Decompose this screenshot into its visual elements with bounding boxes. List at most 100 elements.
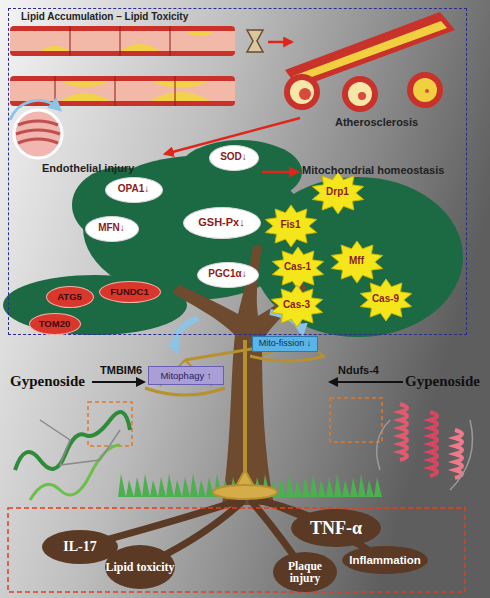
cell-icon — [10, 100, 62, 158]
node-label: Fis1 — [280, 220, 300, 231]
plaque-vessel — [425, 89, 429, 93]
star-shape — [265, 205, 316, 247]
protein-structure-right — [400, 404, 407, 460]
hourglass — [247, 30, 263, 52]
star-shape — [331, 241, 382, 283]
protein-structure-left — [30, 445, 120, 500]
balance-scale — [160, 340, 322, 386]
fission-star: Cas-1 — [270, 246, 326, 290]
node-label: Plaque injury — [273, 560, 337, 584]
plaque-vessel — [342, 76, 378, 112]
tree-canopy — [253, 177, 463, 337]
plaque-vessel — [358, 92, 366, 100]
artery-illustration — [10, 31, 235, 51]
node-label: Cas-9 — [372, 294, 399, 305]
node-label: FUNDC1 — [110, 287, 149, 297]
protein-structure-right — [330, 398, 473, 490]
node-label: Mitophagy ↑ — [160, 371, 211, 381]
fission-star: Drp1 — [310, 171, 366, 215]
artery-illustration — [10, 26, 235, 56]
node-label: Lipid toxicity — [105, 561, 174, 574]
cell-icon — [10, 100, 58, 120]
marker-oval: MFN↓ — [85, 216, 139, 242]
cell-icon — [14, 110, 62, 158]
fission-star: Fis1 — [263, 204, 319, 248]
node-label: SOD↓ — [220, 152, 247, 163]
balance-scale — [250, 356, 325, 361]
plaque-vessel — [407, 72, 443, 108]
protein-structure-right — [430, 412, 437, 476]
mitophagy-oval: TOM20 — [29, 313, 81, 335]
balance-scale — [145, 388, 225, 395]
node-label: Cas-3 — [283, 300, 310, 311]
fission-star: Cas-3 — [269, 284, 325, 328]
tree-canopy — [3, 275, 187, 335]
protein-structure-right — [455, 430, 462, 478]
artery-illustration — [10, 26, 235, 106]
marker-oval: SOD↓ — [209, 145, 259, 171]
marker-oval: PGC1α↓ — [197, 262, 259, 288]
protein-structure-left — [15, 412, 130, 470]
plaque-vessel — [284, 74, 320, 110]
node-label: PGC1α↓ — [208, 269, 246, 280]
action-arrow — [92, 381, 403, 383]
tree-canopy — [178, 140, 302, 204]
stage-label: Mitochondrial homeostasis — [302, 164, 444, 176]
protein-structure-right — [330, 398, 382, 442]
node-label: GSH-Px↓ — [198, 217, 244, 229]
artery-illustration — [10, 81, 235, 101]
plaque-vessel — [299, 88, 311, 100]
target-name: Ndufs-4 — [338, 364, 379, 376]
node-label: TNF-α — [310, 519, 362, 538]
root-dashed-frame — [8, 508, 465, 592]
star-shape — [312, 172, 363, 214]
process-arrow — [165, 42, 300, 172]
artery-illustration — [70, 26, 170, 56]
node-label: Drp1 — [326, 187, 349, 198]
balance-scale — [243, 340, 247, 490]
star-shape — [272, 247, 323, 289]
cell-icon — [16, 121, 60, 143]
root-blob: TNF-α — [291, 509, 381, 547]
panel-heading: Lipid Accumulation – Lipid Toxicity — [21, 12, 188, 23]
marker-oval: GSH-Px↓ — [183, 207, 261, 239]
compound-name: Gypenoside — [10, 373, 85, 390]
fission-star: Cas-9 — [358, 278, 414, 322]
balance-scale — [213, 485, 277, 499]
plaque-vessel — [413, 78, 437, 102]
balance-scale — [145, 340, 325, 499]
mitophagy-oval: FUNDC1 — [99, 281, 161, 303]
plaque-vessel — [290, 80, 314, 104]
node-label: Mito-fission ↓ — [259, 339, 312, 348]
process-arrow — [268, 41, 292, 44]
node-label: OPA1↓ — [118, 184, 150, 195]
artery-illustration — [40, 31, 215, 51]
protein-structure-left — [15, 402, 132, 500]
action-arrow — [330, 381, 403, 383]
balance-box: Mito-fission ↓ — [252, 336, 318, 352]
protein-structure-left — [88, 402, 132, 446]
target-name: TMBIM6 — [100, 364, 142, 376]
root-blob: Lipid toxicity — [105, 545, 175, 589]
node-label: Inflammation — [349, 554, 421, 566]
balance-box: Mitophagy ↑ — [148, 366, 224, 385]
artery-illustration — [60, 81, 210, 101]
hourglass — [247, 30, 263, 52]
node-label: IL-17 — [63, 540, 96, 555]
feedback-arrow — [175, 318, 198, 350]
node-label: ATG5 — [57, 292, 82, 302]
node-label: TOM20 — [39, 319, 71, 329]
star-shape — [271, 285, 322, 327]
node-label: Mff — [349, 256, 364, 267]
process-arrow — [262, 171, 298, 174]
tree-canopy — [72, 167, 168, 243]
compound-name: Gypenoside — [405, 373, 480, 390]
protein-structure-right — [377, 420, 473, 490]
root-blob: Inflammation — [342, 546, 428, 574]
artery-illustration — [55, 76, 175, 106]
plaque-vessel — [284, 12, 455, 112]
tree-canopy — [3, 140, 463, 337]
